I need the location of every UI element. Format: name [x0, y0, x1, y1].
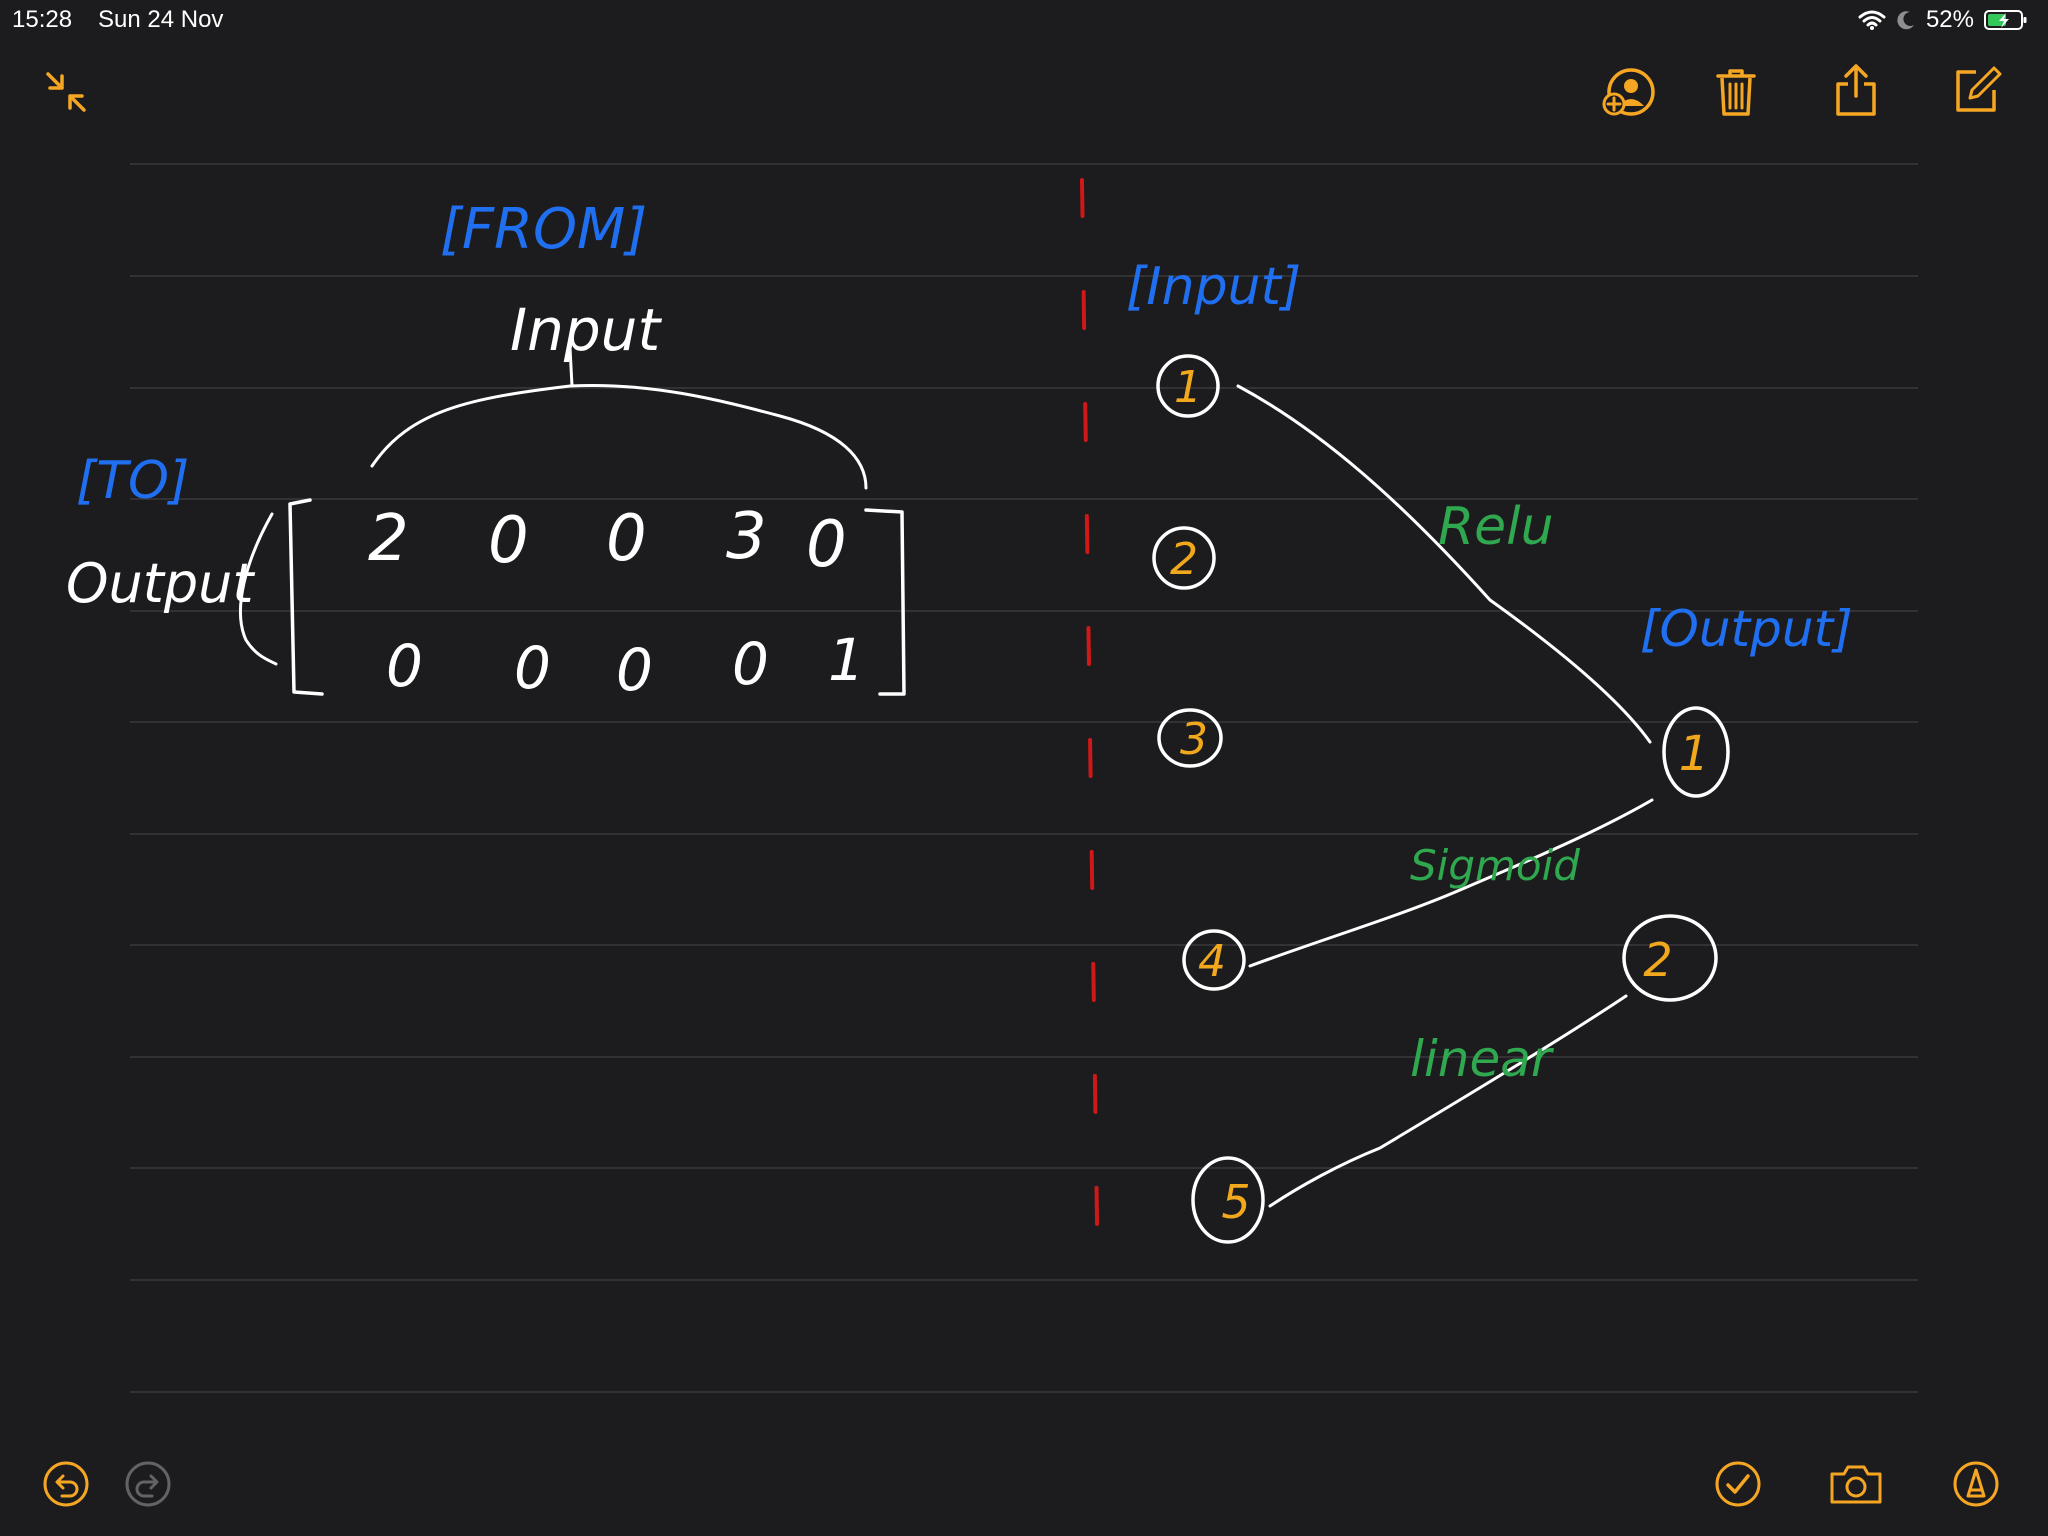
- output-node: 2: [1622, 914, 1718, 1002]
- input-node-label: 2: [1170, 534, 1198, 585]
- output-header: [Output]: [1640, 600, 1853, 658]
- ruled-lines: [130, 163, 1918, 1393]
- checklist-button[interactable]: [1706, 1452, 1770, 1516]
- collapse-button[interactable]: [34, 60, 98, 124]
- input-node: 3: [1157, 708, 1223, 768]
- matrix-cell: 0: [488, 504, 529, 578]
- matrix-cell: 0: [732, 630, 769, 698]
- red-dashed-divider: [1080, 178, 1100, 1292]
- status-bar: 15:28 Sun 24 Nov 52%: [0, 0, 2048, 40]
- matrix-row-2: 0 0 0 0 1: [386, 626, 865, 704]
- input-node-label: 1: [1174, 362, 1202, 413]
- edge-label-linear: linear: [1410, 1030, 1555, 1088]
- input-header: [Input]: [1126, 257, 1301, 317]
- input-label: Input: [510, 296, 662, 364]
- matrix-cell: 0: [806, 508, 847, 582]
- status-date: Sun 24 Nov: [98, 6, 224, 33]
- redo-icon: [125, 1461, 171, 1507]
- output-node: 1: [1662, 706, 1730, 798]
- output-brace: [239, 512, 278, 666]
- collapse-icon: [46, 72, 86, 112]
- input-node-label: 4: [1198, 936, 1226, 987]
- wifi-icon: [1858, 10, 1886, 30]
- add-person-button[interactable]: [1596, 60, 1660, 124]
- from-label: [FROM]: [440, 197, 647, 262]
- edge-sigmoid: [1248, 798, 1654, 968]
- markup-pen-icon: [1953, 1461, 1999, 1507]
- input-node-label: 3: [1180, 714, 1208, 765]
- matrix-cell: 0: [616, 636, 653, 704]
- compose-button[interactable]: [1944, 58, 2008, 122]
- undo-icon: [43, 1461, 89, 1507]
- input-node: 4: [1182, 929, 1246, 991]
- output-node-label: 1: [1679, 726, 1710, 782]
- markup-button[interactable]: [1944, 1452, 2008, 1516]
- to-label: [TO]: [76, 451, 189, 511]
- matrix-cell: 0: [514, 634, 551, 702]
- edge-label-sigmoid: Sigmoid: [1410, 841, 1580, 890]
- matrix-cell: 0: [606, 502, 647, 576]
- matrix-row-1: 2 0 0 3 0: [368, 500, 847, 582]
- input-brace: [370, 346, 868, 490]
- trash-icon: [1716, 69, 1756, 116]
- undo-button[interactable]: [34, 1452, 98, 1516]
- matrix-cell: 0: [386, 632, 423, 700]
- edge-relu: [1236, 384, 1652, 744]
- redo-button[interactable]: [116, 1452, 180, 1516]
- matrix-cell: 2: [368, 502, 409, 576]
- input-node-label: 5: [1221, 1175, 1250, 1229]
- output-node-label: 2: [1643, 933, 1672, 987]
- compose-icon: [1956, 66, 2002, 112]
- camera-button[interactable]: [1824, 1452, 1888, 1516]
- moon-icon: [1897, 11, 1914, 30]
- add-person-icon: [1602, 68, 1655, 116]
- matrix-cell: 3: [726, 500, 767, 574]
- edge-linear: [1268, 994, 1628, 1208]
- matrix-left-bracket: [288, 498, 324, 696]
- matrix-cell: 1: [828, 626, 865, 694]
- matrix-right-bracket: [864, 508, 906, 696]
- input-node: 5: [1191, 1156, 1265, 1244]
- input-node: 2: [1152, 526, 1216, 590]
- input-node: 1: [1156, 354, 1220, 418]
- status-indicators: 52%: [1858, 6, 2028, 34]
- share-button[interactable]: [1824, 58, 1888, 122]
- battery-charging-icon: [1984, 10, 2027, 30]
- share-icon: [1836, 64, 1876, 116]
- edge-label-relu: Relu: [1438, 497, 1554, 557]
- camera-icon: [1830, 1465, 1882, 1504]
- output-label: Output: [66, 552, 255, 615]
- delete-button[interactable]: [1704, 60, 1768, 124]
- status-time: 15:28: [12, 6, 73, 33]
- battery-percent: 52%: [1925, 6, 1974, 33]
- checkmark-icon: [1715, 1461, 1761, 1507]
